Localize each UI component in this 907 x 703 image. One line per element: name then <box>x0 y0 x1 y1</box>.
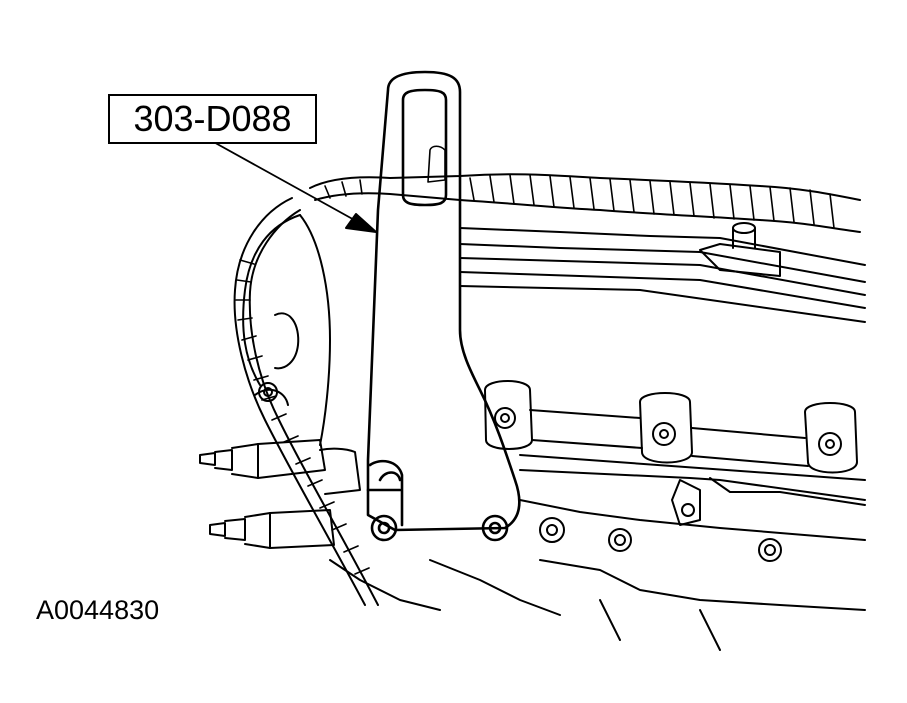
tool-handle <box>366 70 521 542</box>
wire-harness-top <box>309 173 861 233</box>
valve-cover <box>459 222 866 323</box>
tool-callout-label: 303-D088 <box>108 94 317 144</box>
callout-leader <box>209 139 377 233</box>
coil-bosses <box>484 380 866 526</box>
fuel-rail-fittings <box>199 439 361 549</box>
head-end <box>242 214 331 446</box>
figure-id-label: A0044830 <box>36 595 160 625</box>
manifold-bolts <box>329 499 866 651</box>
wire-harness-left <box>233 197 379 606</box>
